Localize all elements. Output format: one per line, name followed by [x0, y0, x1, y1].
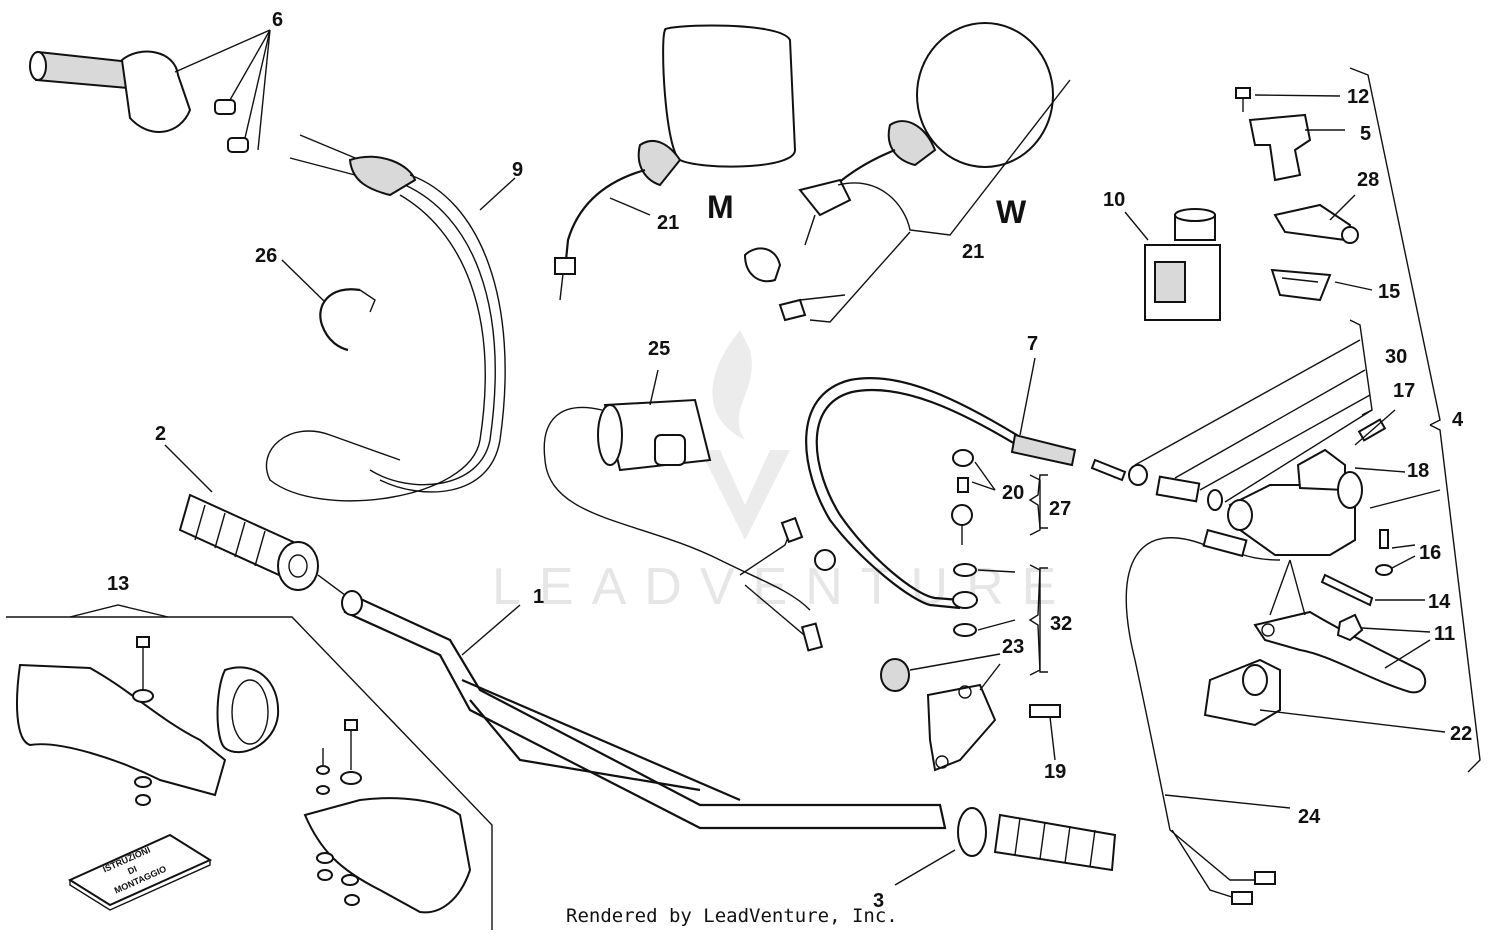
part-clip [281, 259, 376, 352]
label-26: 26 [255, 245, 277, 267]
label-27: 27 [1049, 498, 1071, 520]
label-4: 4 [1452, 409, 1464, 431]
label-28: 28 [1357, 169, 1379, 191]
label-12: 12 [1347, 86, 1369, 108]
label-14: 14 [1428, 591, 1451, 613]
label-21-w: 21 [962, 241, 984, 263]
label-21-m: 21 [657, 212, 679, 234]
part-mirror-m [554, 24, 797, 301]
part-handlebar-switch [543, 369, 836, 652]
label-13: 13 [107, 573, 129, 595]
part-fluid-bottle [1124, 208, 1221, 321]
watermark-text: LEADVENTURE [492, 558, 1074, 616]
label-22: 22 [1450, 723, 1472, 745]
instruction-booklet: ISTRUZIONI DI MONTAGGIO [67, 833, 213, 911]
reference-labels: 1 2 3 4 5 6 7 9 10 11 12 13 14 15 16 17 … [107, 9, 1472, 912]
label-9: 9 [512, 159, 523, 181]
watermark-logo-icon [700, 330, 790, 540]
label-2: 2 [155, 423, 166, 445]
part-handlebar [341, 590, 947, 830]
part-grip-left [164, 444, 346, 596]
label-16: 16 [1419, 542, 1441, 564]
label-18: 18 [1407, 460, 1429, 482]
part-stop-switch-wire [1125, 537, 1291, 905]
label-25: 25 [648, 338, 670, 360]
label-7: 7 [1027, 333, 1038, 355]
label-10: 10 [1103, 189, 1125, 211]
label-5: 5 [1360, 123, 1371, 145]
label-24: 24 [1298, 806, 1321, 828]
part-brake-hose [805, 357, 1077, 610]
label-6: 6 [272, 9, 283, 31]
label-1: 1 [533, 586, 544, 608]
part-master-cylinder-assembly [1090, 67, 1481, 773]
part-handguard-kit [16, 636, 472, 914]
variant-label-m: M [707, 189, 734, 225]
part-mirror-w [743, 22, 1071, 323]
part-throttle-assembly [29, 29, 271, 153]
label-23: 23 [1002, 636, 1024, 658]
handguard-kit-box [6, 604, 493, 930]
label-15: 15 [1378, 281, 1400, 303]
watermark: LEADVENTURE [492, 330, 1074, 616]
render-credit: Rendered by LeadVenture, Inc. [566, 905, 898, 927]
bracket-marks [1028, 474, 1048, 673]
part-banjo-hardware [880, 449, 1061, 772]
label-11: 11 [1434, 623, 1455, 645]
label-19: 19 [1044, 761, 1066, 783]
label-30: 30 [1385, 346, 1407, 368]
label-32: 32 [1050, 613, 1072, 635]
label-3: 3 [873, 890, 884, 912]
variant-label-w: W [996, 194, 1027, 230]
label-17: 17 [1393, 380, 1415, 402]
booklet-line-2: DI [126, 864, 138, 877]
part-throttle-cables [265, 134, 516, 502]
part-grip-right [894, 807, 1117, 886]
label-20: 20 [1002, 482, 1024, 504]
